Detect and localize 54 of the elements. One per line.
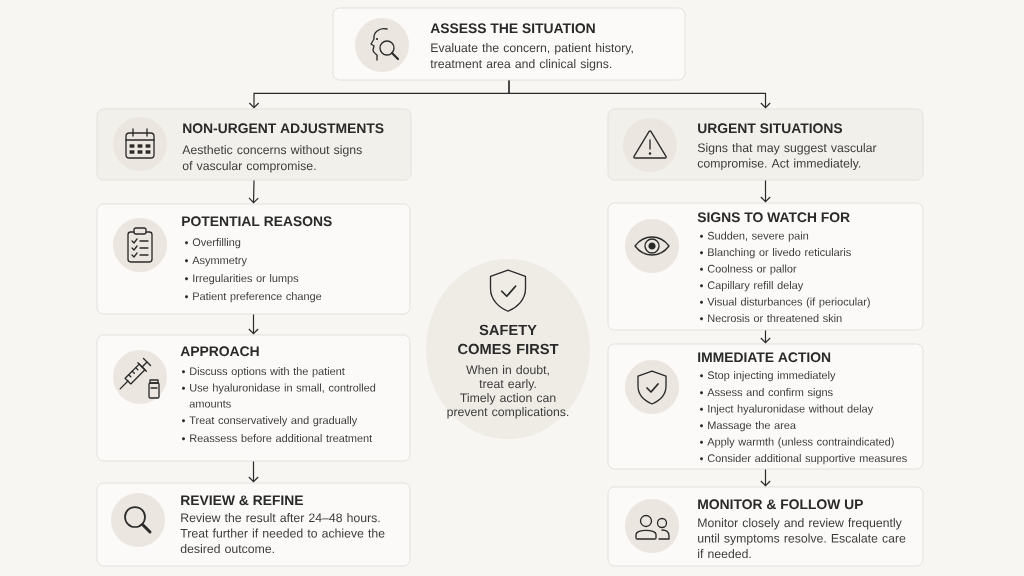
list-item: Capillary refill delay	[707, 281, 804, 292]
arrow	[248, 313, 259, 335]
list-item: Asymmetry	[192, 256, 247, 267]
heading: SAFETY COMES FIRST	[458, 324, 559, 355]
description: When in doubt, treat early.	[466, 365, 549, 391]
list-item: Irregularities or lumps	[193, 274, 299, 285]
description: Monitor closely and review frequently until symptoms resolve. Escalate care if needed.	[698, 518, 906, 559]
list-item: Apply warmth (unless contraindicated)	[707, 437, 894, 448]
list-item: Overfilling	[192, 238, 241, 249]
heading: MONITOR & FOLLOW UP	[698, 499, 863, 510]
step-card	[607, 343, 924, 470]
list-item: Reassess before additional treatment	[190, 434, 373, 443]
list-item: Assess and confirm signs	[707, 388, 833, 399]
list-item: Stop injecting immediately	[707, 371, 836, 382]
arrow	[508, 79, 771, 109]
step-card	[96, 334, 411, 462]
description: Signs that may suggest vascular compromise. Act immediately.	[697, 143, 877, 171]
list-item: Necrosis or threatened skin	[708, 314, 842, 323]
description: Timely action can prevent complications.	[447, 393, 569, 419]
step-card	[607, 202, 924, 331]
list-item: Massage the area	[708, 421, 796, 432]
arrow	[248, 179, 259, 204]
description: Review the result after 24–48 hours. Treat further if needed to achieve the desired outcome.	[180, 513, 385, 554]
list-item: Visual disturbances (if periocular)	[707, 297, 870, 308]
step-card	[96, 482, 411, 567]
arrow	[248, 460, 259, 483]
heading: URGENT SITUATIONS	[698, 123, 843, 134]
arrow	[760, 179, 771, 203]
step-card	[607, 108, 924, 181]
step-card	[96, 203, 411, 315]
list-item: Discuss options with the patient	[190, 367, 345, 378]
heading: ASSESS THE SITUATION	[430, 23, 595, 34]
arrow	[760, 468, 771, 487]
arrow	[760, 329, 771, 344]
step-card	[332, 7, 686, 81]
list-item: Consider additional supportive measures	[707, 454, 907, 465]
list-item: Sudden, severe pain	[707, 231, 809, 242]
heading: NON-URGENT ADJUSTMENTS	[183, 123, 384, 134]
list-item: Use hyaluronidase in small, controlled amounts	[189, 383, 376, 408]
description: Aesthetic concerns without signs of vascular compromise.	[182, 145, 362, 173]
description: Evaluate the concern, patient history, treatment area and clinical signs.	[430, 43, 633, 71]
heading: REVIEW & REFINE	[181, 495, 303, 506]
list-item: Coolness or pallor	[707, 264, 797, 275]
list-item: Inject hyaluronidase without delay	[708, 404, 874, 415]
list-item: Blanching or livedo reticularis	[708, 248, 851, 259]
list-item: Patient preference change	[193, 292, 322, 303]
heading: POTENTIAL REASONS	[182, 216, 332, 227]
list-item: Treat conservatively and gradually	[189, 416, 358, 427]
step-card	[607, 486, 924, 567]
step-card	[96, 108, 412, 181]
highlight-circle	[426, 259, 590, 439]
heading: APPROACH	[180, 346, 259, 357]
heading: IMMEDIATE ACTION	[698, 352, 831, 363]
heading: SIGNS TO WATCH FOR	[697, 212, 850, 223]
